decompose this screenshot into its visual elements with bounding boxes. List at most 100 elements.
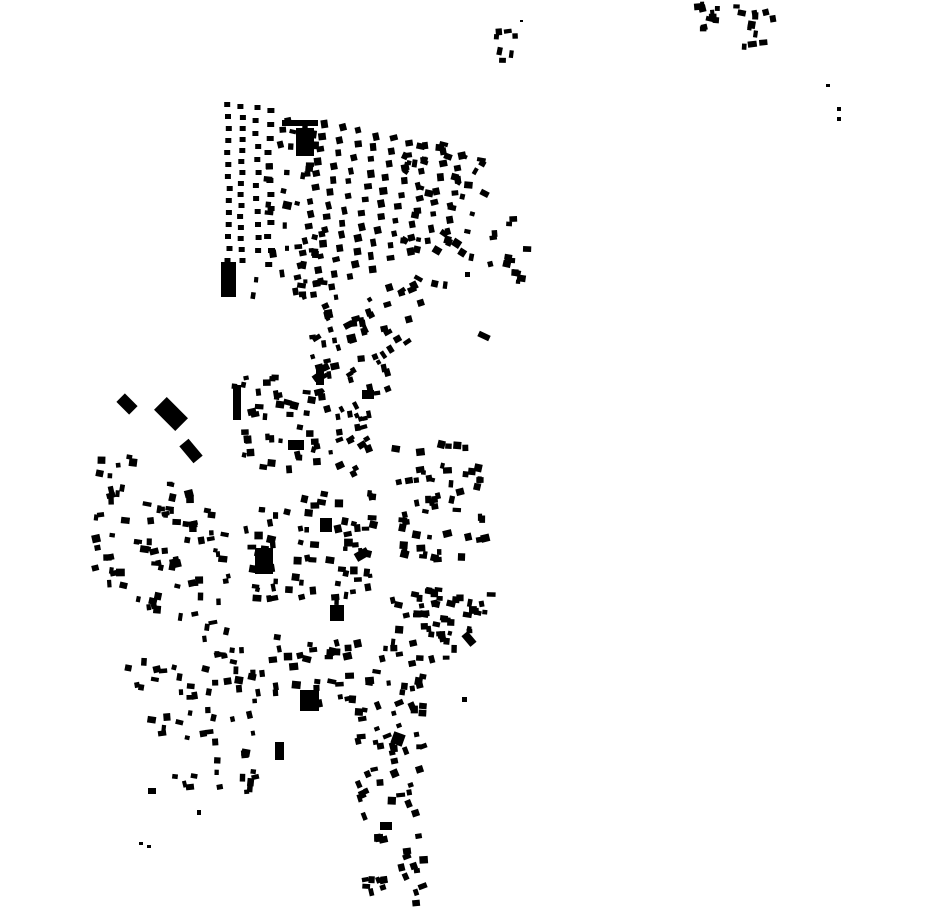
building [264, 210, 274, 216]
building [335, 413, 341, 421]
building [275, 400, 285, 409]
building [91, 533, 102, 544]
building [410, 211, 420, 219]
building [450, 237, 463, 249]
building [307, 395, 317, 405]
building [402, 847, 412, 855]
building [468, 253, 475, 262]
building [245, 710, 254, 720]
building [267, 220, 275, 225]
building [313, 684, 320, 692]
building [148, 788, 156, 794]
building [383, 645, 388, 652]
building [404, 315, 413, 324]
building [342, 651, 353, 661]
building [265, 162, 274, 170]
building [376, 742, 385, 750]
building [401, 518, 410, 526]
building [171, 773, 179, 780]
building [297, 593, 306, 601]
building [276, 140, 285, 149]
building [304, 222, 313, 230]
building [326, 649, 334, 657]
building [445, 237, 454, 247]
building [327, 326, 334, 333]
building [705, 15, 716, 23]
building [443, 637, 450, 645]
building [406, 247, 415, 256]
building [479, 188, 490, 198]
building [408, 280, 419, 291]
building [700, 1, 705, 8]
building [741, 43, 747, 50]
building [161, 547, 169, 555]
building [337, 230, 346, 239]
building [385, 344, 395, 354]
building [191, 610, 199, 617]
building [153, 591, 163, 601]
building [316, 498, 327, 506]
building [305, 165, 314, 172]
building [163, 713, 171, 722]
building [343, 591, 349, 600]
building [268, 435, 275, 443]
building [452, 507, 462, 513]
building [306, 198, 314, 205]
building [252, 594, 262, 602]
building [380, 875, 388, 884]
building [190, 773, 198, 779]
building [275, 742, 284, 760]
building [282, 398, 293, 407]
building [329, 361, 340, 371]
building [267, 108, 275, 113]
building [499, 57, 506, 63]
building [399, 549, 410, 559]
building [283, 169, 290, 176]
building [478, 600, 485, 608]
building [348, 434, 355, 441]
building [413, 477, 420, 484]
building [407, 701, 417, 711]
building [512, 33, 518, 39]
building [281, 200, 293, 211]
building [255, 688, 261, 697]
building [416, 594, 423, 602]
building [299, 260, 307, 270]
building [278, 438, 283, 444]
building [418, 709, 427, 717]
building [268, 656, 278, 664]
building [372, 668, 382, 675]
building [387, 147, 396, 156]
building [254, 209, 261, 214]
building [107, 473, 113, 479]
building [329, 162, 338, 171]
building [356, 793, 363, 803]
building [434, 492, 442, 500]
building [350, 520, 358, 527]
building [427, 224, 435, 234]
building [522, 246, 532, 253]
building [463, 228, 471, 235]
building [415, 655, 424, 661]
building [293, 556, 302, 565]
building [147, 517, 155, 525]
building [451, 190, 459, 196]
building [283, 652, 293, 661]
building [478, 159, 487, 168]
building [273, 578, 279, 585]
building [453, 441, 462, 450]
building [276, 645, 282, 653]
building [226, 246, 233, 251]
building [237, 181, 244, 186]
building [364, 583, 372, 592]
building [400, 682, 408, 691]
building [367, 155, 375, 162]
building [374, 833, 382, 843]
building [429, 198, 439, 207]
building [463, 181, 473, 189]
building [376, 779, 384, 787]
building [318, 230, 326, 238]
building [302, 389, 311, 395]
building [462, 444, 469, 452]
building [430, 279, 439, 288]
